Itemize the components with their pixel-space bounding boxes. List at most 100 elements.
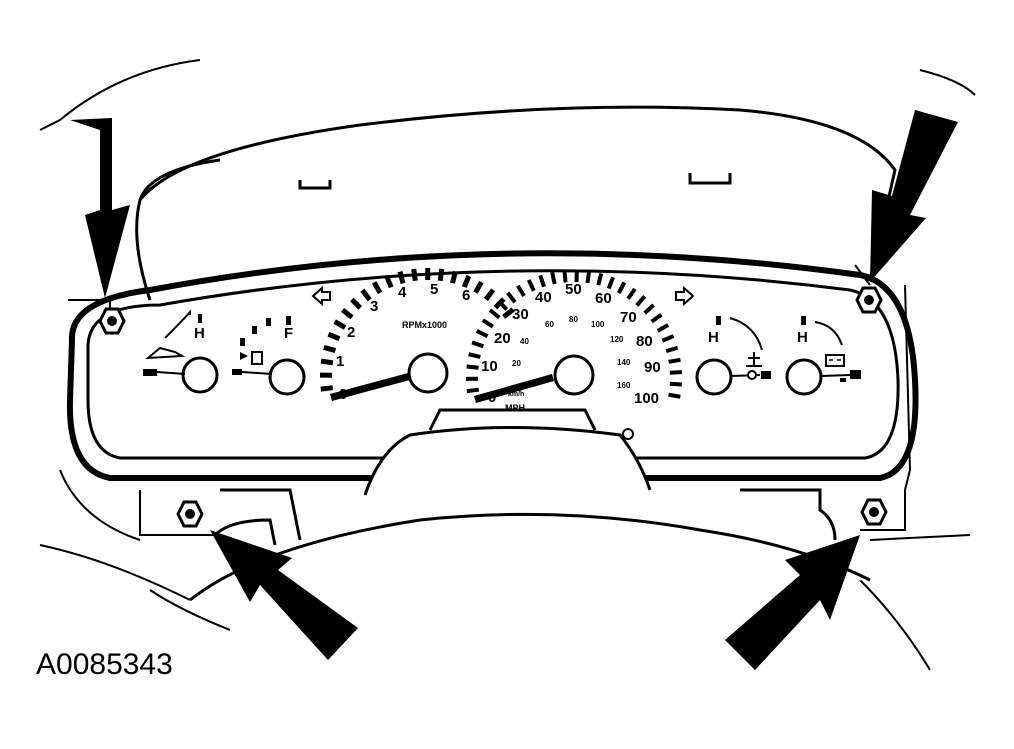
tach-tick bbox=[502, 307, 515, 319]
fuel-gauge-full-label: F bbox=[284, 325, 293, 342]
speedo-tick bbox=[496, 299, 509, 311]
tach-label-2: 2 bbox=[347, 324, 355, 341]
tach-tick bbox=[483, 288, 496, 301]
speedo-tick bbox=[466, 387, 479, 394]
speedo-tick bbox=[475, 329, 489, 338]
fuel-pump-icon bbox=[251, 351, 263, 365]
kmh-label-140: 140 bbox=[617, 358, 631, 367]
speedo-tick bbox=[585, 270, 592, 284]
mph-unit-label: MPH bbox=[505, 403, 525, 413]
speedo-tick bbox=[488, 308, 501, 320]
tach-tick bbox=[341, 307, 354, 320]
speedo-tick bbox=[538, 274, 546, 288]
speedo-tick bbox=[526, 279, 536, 292]
speedo-tick bbox=[661, 334, 675, 343]
cluster-bezel bbox=[66, 250, 919, 481]
mounting-screw-bottom-left bbox=[176, 500, 204, 528]
temp-gauge-high-label: H bbox=[708, 329, 719, 346]
tachometer-tick-labels: 0 1 2 3 4 5 6 bbox=[336, 281, 470, 403]
speedo-tick bbox=[668, 392, 681, 399]
tach-tick bbox=[450, 270, 458, 284]
battery-voltage-gauge: H bbox=[785, 316, 861, 396]
speedometer-needle bbox=[474, 374, 554, 403]
tach-tick bbox=[323, 345, 337, 353]
tach-needle bbox=[330, 373, 410, 401]
tach-unit-label: RPMx1000 bbox=[402, 320, 447, 330]
kmh-label-40: 40 bbox=[520, 337, 529, 346]
mph-label-30: 30 bbox=[512, 306, 529, 323]
arrow-top-right bbox=[870, 110, 958, 282]
speedo-tick bbox=[471, 340, 485, 349]
speedo-tick bbox=[616, 281, 627, 294]
arrow-bottom-left bbox=[210, 530, 358, 660]
tach-tick bbox=[384, 275, 394, 289]
speedo-tick bbox=[626, 287, 637, 300]
tach-tick bbox=[411, 268, 418, 282]
tach-tick bbox=[397, 271, 406, 284]
speedo-tick bbox=[550, 271, 557, 285]
oil-pressure-gauge: H bbox=[143, 309, 219, 394]
tach-label-3: 3 bbox=[370, 298, 378, 315]
tach-tick bbox=[360, 288, 372, 302]
tach-label-4: 4 bbox=[398, 284, 407, 301]
mph-label-80: 80 bbox=[636, 333, 653, 350]
tach-tick bbox=[320, 358, 334, 366]
battery-gauge-high-label: H bbox=[797, 329, 808, 346]
mph-label-20: 20 bbox=[494, 330, 511, 347]
speedo-tick bbox=[665, 345, 679, 354]
speedometer-kmh-labels: 20 40 60 80 100 120 140 160 bbox=[512, 315, 631, 390]
speedo-tick bbox=[506, 291, 517, 304]
arrow-top-left bbox=[70, 118, 130, 298]
fuel-gauge: F bbox=[232, 316, 306, 396]
tach-tick bbox=[437, 268, 445, 282]
tach-tick bbox=[320, 385, 334, 392]
mph-label-10: 10 bbox=[481, 358, 498, 375]
speedo-tick bbox=[466, 364, 479, 370]
kmh-label-20: 20 bbox=[512, 359, 521, 368]
mph-label-60: 60 bbox=[595, 290, 612, 307]
tachometer: 0 1 2 3 4 5 6 RPMx1000 bbox=[311, 267, 515, 403]
tach-tick bbox=[371, 281, 383, 295]
figure-id-label: A0085343 bbox=[36, 648, 173, 681]
speedo-tick bbox=[516, 284, 526, 298]
tach-label-6: 6 bbox=[462, 287, 470, 304]
speedo-tick bbox=[669, 381, 682, 387]
mph-label-90: 90 bbox=[644, 359, 661, 376]
kmh-label-100: 100 bbox=[591, 320, 605, 329]
oil-can-icon bbox=[145, 346, 186, 360]
speedo-tick bbox=[656, 323, 670, 333]
kmh-label-160: 160 bbox=[617, 381, 631, 390]
mph-label-70: 70 bbox=[620, 309, 637, 326]
kmh-label-60: 60 bbox=[545, 320, 554, 329]
cluster-hood bbox=[135, 105, 897, 301]
tach-label-5: 5 bbox=[430, 281, 438, 298]
speedo-tick bbox=[635, 295, 647, 307]
mph-label-40: 40 bbox=[535, 289, 552, 306]
mounting-screw-bottom-right bbox=[860, 498, 888, 526]
tachometer-tick-marks bbox=[319, 267, 515, 392]
speedometer-tick-marks bbox=[465, 269, 682, 399]
kmh-unit-label: km/h bbox=[508, 391, 524, 398]
mounting-screw-top-right bbox=[855, 286, 883, 314]
left-turn-signal-icon bbox=[311, 285, 331, 307]
mounting-screw-top-left bbox=[98, 307, 126, 335]
mph-label-50: 50 bbox=[565, 281, 582, 298]
right-turn-signal-icon bbox=[675, 285, 695, 307]
speedo-tick bbox=[650, 312, 663, 324]
kmh-label-120: 120 bbox=[610, 335, 624, 344]
tach-label-1: 1 bbox=[336, 353, 344, 370]
tach-tick bbox=[350, 297, 363, 310]
speedo-tick bbox=[643, 303, 655, 315]
trip-reset-knob bbox=[622, 428, 634, 440]
tach-tick bbox=[473, 280, 484, 294]
speedo-tick bbox=[468, 352, 481, 359]
arrow-bottom-right bbox=[725, 535, 860, 670]
speedo-tick bbox=[668, 357, 681, 364]
speedo-tick bbox=[669, 370, 682, 375]
tach-tick bbox=[333, 319, 347, 330]
oil-gauge-high-label: H bbox=[194, 325, 205, 342]
speedo-tick bbox=[596, 272, 604, 286]
tach-tick bbox=[327, 331, 341, 342]
speedo-tick bbox=[562, 270, 568, 283]
